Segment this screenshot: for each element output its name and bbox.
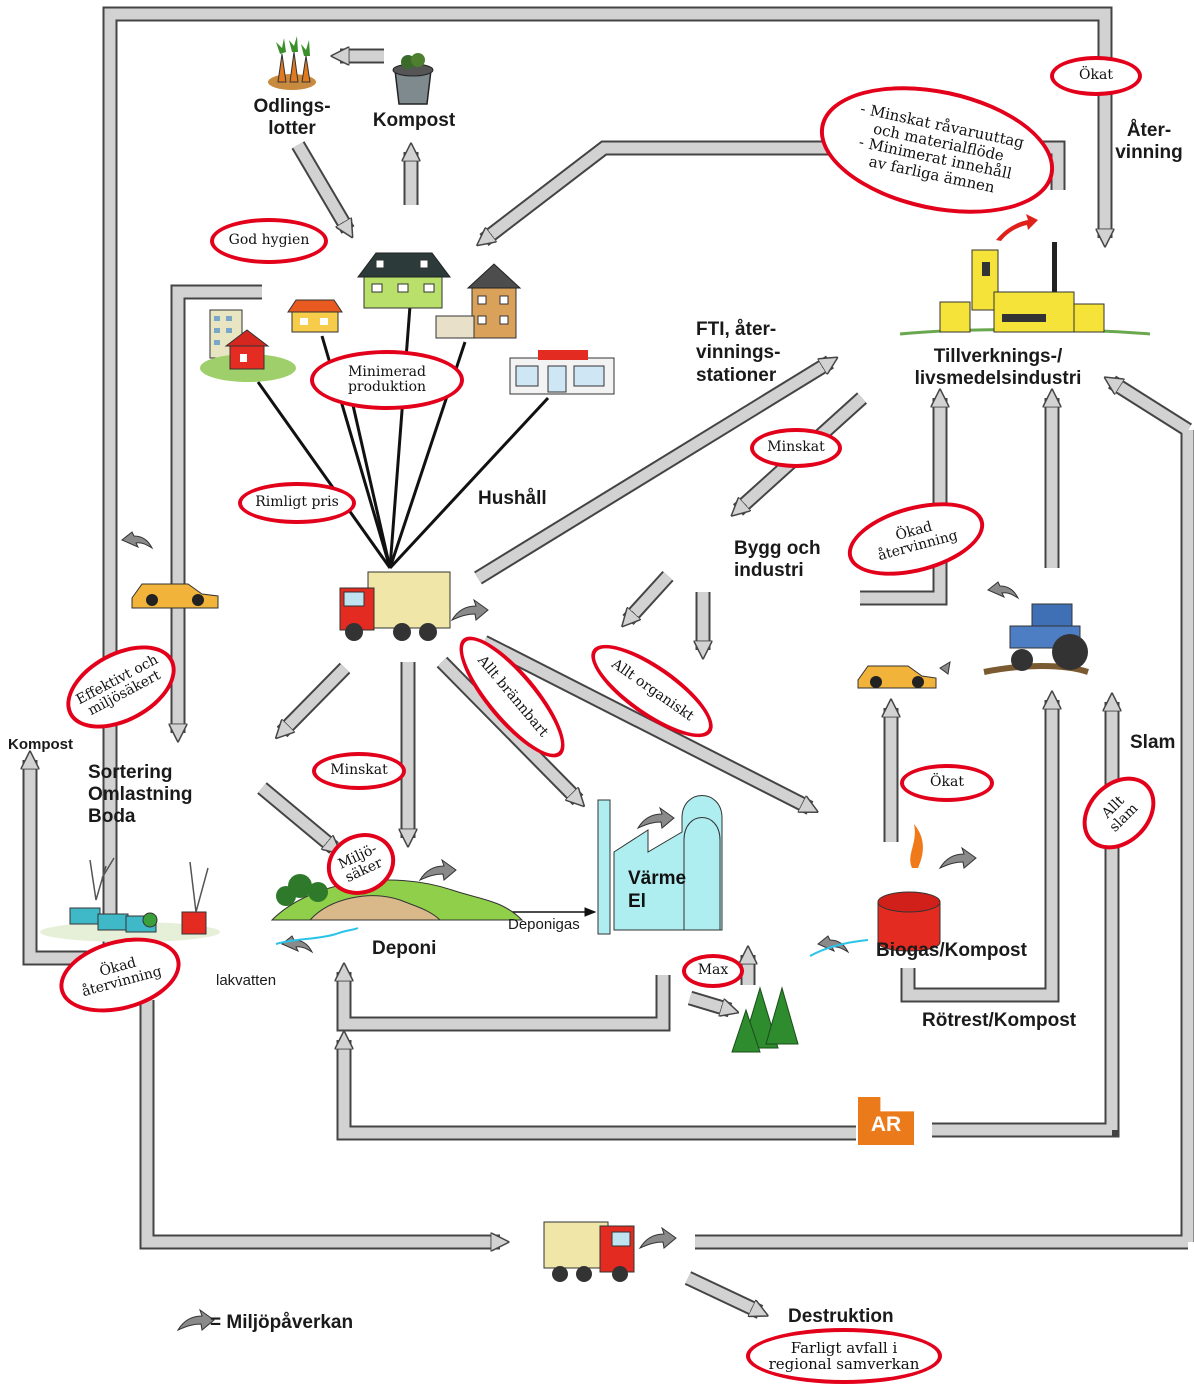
shop-icon: [509, 350, 615, 395]
trees-icon: [731, 986, 799, 1053]
legend-miljopaverkan: = Miljöpåverkan: [210, 1312, 354, 1333]
sorting-facility-icon: [40, 857, 220, 942]
label-slam: Slam: [1130, 732, 1176, 753]
ar-label: AR: [870, 1113, 902, 1136]
garbage-truck-icon: [339, 571, 451, 641]
label-kompost-left: Kompost: [8, 736, 73, 753]
impact-arrow-icon: [121, 531, 1020, 1332]
apartment-icon: [200, 309, 296, 382]
house-icon: [357, 252, 451, 309]
label-deponigas: Deponigas: [508, 916, 580, 933]
ellipse-max: Max: [682, 954, 744, 988]
house-icon: [435, 263, 522, 339]
ellipse-minskat-deponi: Minskat: [312, 752, 406, 790]
ellipse-minskat-fti: Minskat: [750, 428, 842, 468]
ellipse-god-hygien: God hygien: [210, 218, 328, 264]
compost-bin-icon: [392, 53, 434, 105]
label-sortering: Sortering Omlastning Boda: [88, 762, 193, 827]
flow-arrows: [30, 6, 1194, 1319]
ellipse-rimligt-pris: Rimligt pris: [238, 482, 356, 524]
label-tillverkning: Tillverknings-/ livsmedelsindustri: [914, 346, 1082, 389]
carrot-icon: [268, 36, 316, 90]
ellipse-farligt-avfall: Farligt avfall i regional samverkan: [746, 1328, 942, 1384]
power-plant-icon: [597, 795, 723, 935]
label-biogas: Biogas/Kompost: [876, 940, 1027, 961]
label-atervinning: Åter- vinning: [1115, 120, 1183, 163]
label-deponi: Deponi: [372, 938, 437, 959]
household-lines: [256, 305, 550, 570]
label-lakvatten: lakvatten: [216, 972, 277, 989]
label-rotrest: Rötrest/Kompost: [922, 1010, 1077, 1031]
label-fti: FTI, åter- vinnings- stationer: [696, 319, 781, 387]
ar-box: AR: [858, 1097, 914, 1145]
car-icon: [857, 665, 937, 689]
tractor-icon: [983, 603, 1089, 675]
label-bygg: Bygg och industri: [734, 538, 821, 581]
label-hushall: Hushåll: [478, 488, 547, 509]
label-odlingslotter: Odlings- lotter: [253, 96, 331, 139]
ellipse-okat-biogas: Ökat: [900, 764, 994, 802]
landfill-icon: [270, 874, 524, 945]
biogas-tank-icon: [809, 824, 941, 957]
house-icon: [287, 299, 343, 333]
label-destruktion: Destruktion: [788, 1306, 894, 1327]
ellipse-okat-top: Ökat: [1050, 56, 1142, 96]
factory-icon: [899, 242, 1151, 336]
garbage-truck-icon: [543, 1221, 635, 1282]
ellipse-minimerad: Minimerad produktion: [310, 350, 464, 410]
car-icon: [131, 583, 219, 609]
label-varme-el: Värme El: [628, 868, 687, 912]
label-kompost-top: Kompost: [372, 110, 456, 131]
